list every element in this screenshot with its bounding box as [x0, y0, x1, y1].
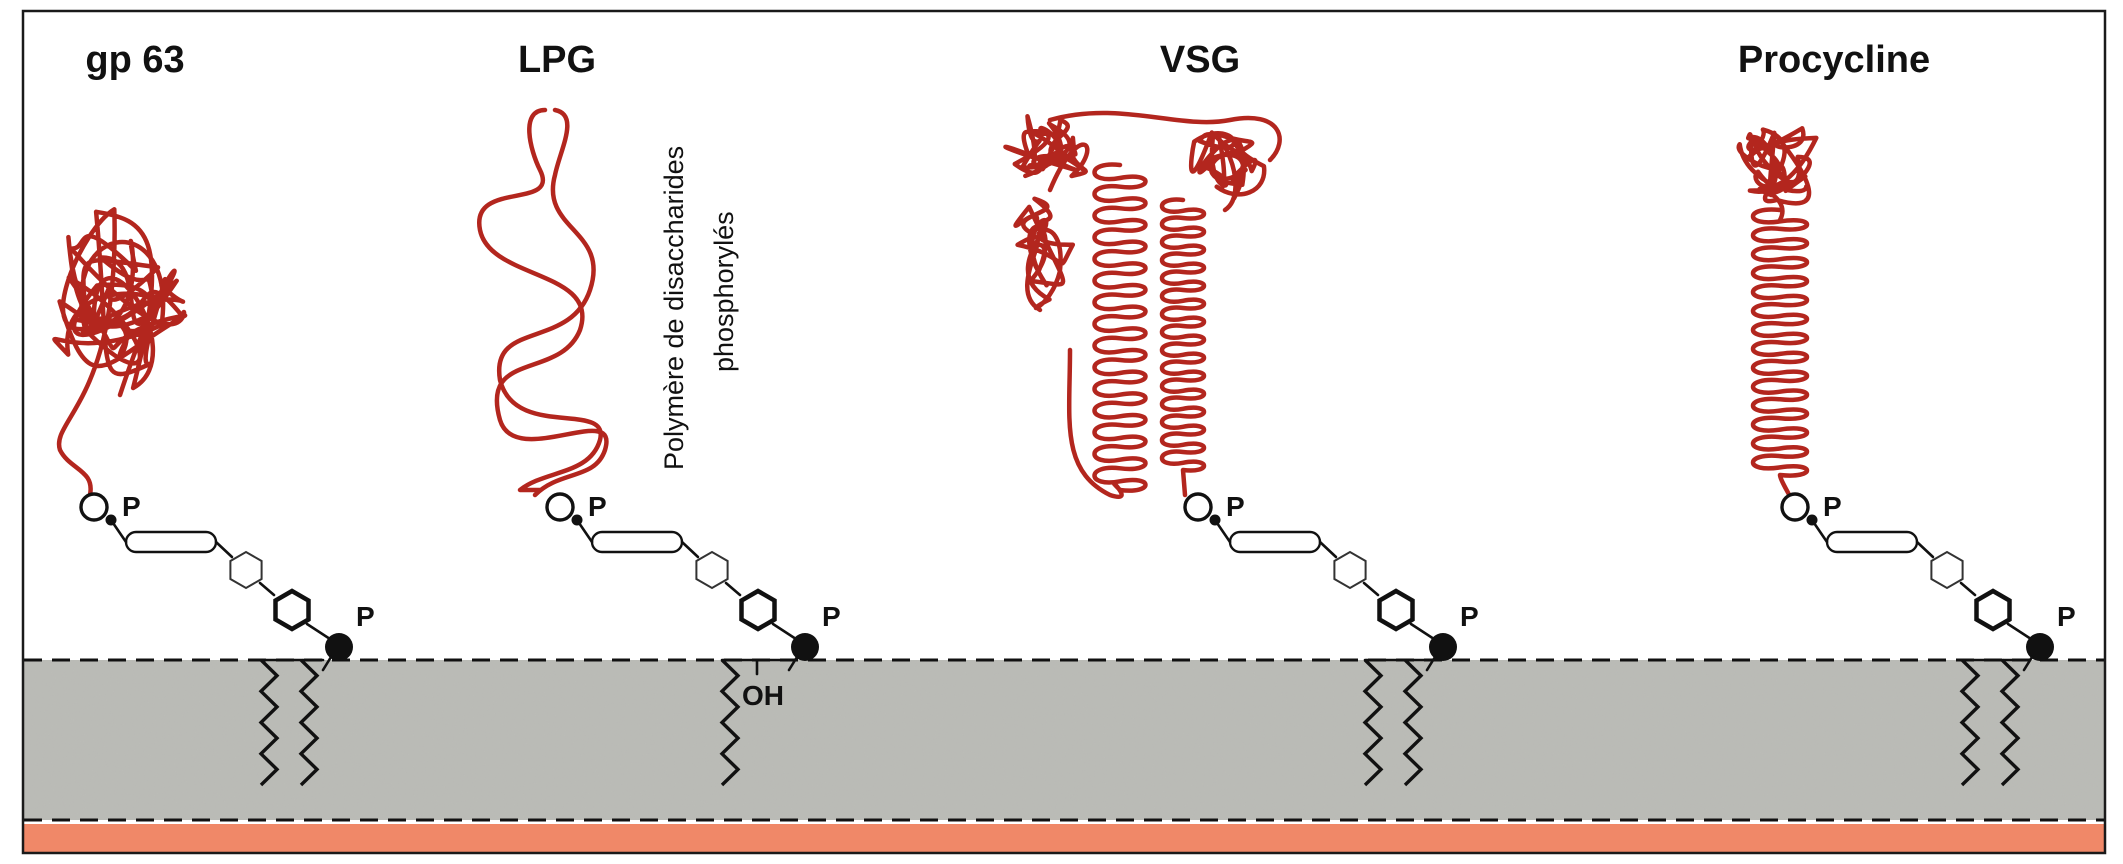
inositol-ring [273, 588, 311, 632]
molecule-title: LPG [518, 39, 596, 81]
glycerol-link [321, 655, 333, 672]
fatty-acid-tail [258, 658, 280, 787]
glycan-capsule [1228, 530, 1322, 554]
bond [1810, 518, 1829, 544]
molecule-title: gp 63 [85, 39, 184, 81]
molecule-vsg: VSG PP [1003, 39, 1479, 787]
inositol-ring [1974, 588, 2012, 632]
bond [305, 622, 332, 641]
molecule-gp63: gp 63 PP [52, 39, 375, 787]
bond [724, 581, 742, 597]
phosphate-label: P [1226, 491, 1245, 522]
glycerol-link [1425, 655, 1437, 672]
molecule-procycline: Procycline PP [1736, 39, 2076, 787]
gpi-anchor: P P OH [545, 491, 841, 787]
glycerol-link [787, 655, 799, 672]
sugar-ring [229, 550, 263, 590]
phosphate-group [1429, 633, 1457, 661]
open-circle [545, 492, 575, 522]
open-circle [1183, 492, 1213, 522]
vsg-right-helix [1160, 197, 1206, 498]
molecule-title: Procycline [1738, 39, 1930, 81]
phosphate-group [325, 633, 353, 661]
bond [575, 518, 594, 544]
phosphate-label: P [1823, 491, 1842, 522]
bond [1915, 540, 1935, 559]
molecule-lpg: LPG Polymère de disaccharides phosphoryl… [477, 39, 841, 787]
alkyl-tail [719, 658, 741, 787]
glycan-capsule [124, 530, 218, 554]
bond [1959, 581, 1977, 597]
bond [2006, 622, 2033, 641]
bond [258, 581, 276, 597]
molecule-title: VSG [1160, 39, 1240, 81]
protein-tangled-globule [52, 207, 188, 498]
gpi-anchor: PP [1780, 491, 2076, 787]
figure-frame [21, 9, 2107, 855]
glycan-capsule [1825, 530, 1919, 554]
gpi-anchor: PP [79, 491, 375, 787]
phosphate-group [791, 633, 819, 661]
fatty-acid-tail [1362, 658, 1384, 787]
bond [1318, 540, 1338, 559]
phosphate-label: P [356, 601, 375, 632]
vsg-cap-tangle [1003, 110, 1282, 213]
vsg-left-tangle [1013, 196, 1124, 499]
sugar-ring [1333, 550, 1367, 590]
bond [1213, 518, 1232, 544]
glycan-capsule [590, 530, 684, 554]
phosphate-group [2026, 633, 2054, 661]
bond [771, 622, 798, 641]
lpg-ribbon-strand-b [496, 107, 603, 493]
procycline-helix [1750, 207, 1810, 500]
membrane-texture [24, 660, 2104, 820]
phosphate-label: P [588, 491, 607, 522]
bond [109, 518, 128, 544]
hydroxyl-label: OH [742, 680, 784, 711]
vsg-left-helix [1092, 162, 1148, 493]
glycerol-link [2022, 655, 2034, 672]
inositol-ring [1377, 588, 1415, 632]
sugar-ring [695, 550, 729, 590]
bond [1409, 622, 1436, 641]
procycline-knot [1736, 126, 1819, 223]
lpg-ribbon-strand-a [477, 107, 609, 498]
gpi-anchor: PP [1183, 491, 1479, 787]
cytoplasm-band [24, 824, 2104, 852]
sugar-ring [1930, 550, 1964, 590]
bond [1362, 581, 1380, 597]
fatty-acid-tail [1402, 658, 1424, 787]
open-circle [1780, 492, 1810, 522]
lpg-side-note-line-2: phosphorylés [709, 211, 739, 372]
fatty-acid-tail [1999, 658, 2021, 787]
phosphate-label: P [2057, 601, 2076, 632]
lpg-side-note-line-1: Polymère de disaccharides [659, 146, 689, 470]
phosphate-label: P [822, 601, 841, 632]
inositol-ring [739, 588, 777, 632]
bond [680, 540, 700, 559]
fatty-acid-tail [1959, 658, 1981, 787]
phosphate-label: P [122, 491, 141, 522]
phosphate-label: P [1460, 601, 1479, 632]
open-circle [79, 492, 109, 522]
bond [214, 540, 234, 559]
fatty-acid-tail [298, 658, 320, 787]
